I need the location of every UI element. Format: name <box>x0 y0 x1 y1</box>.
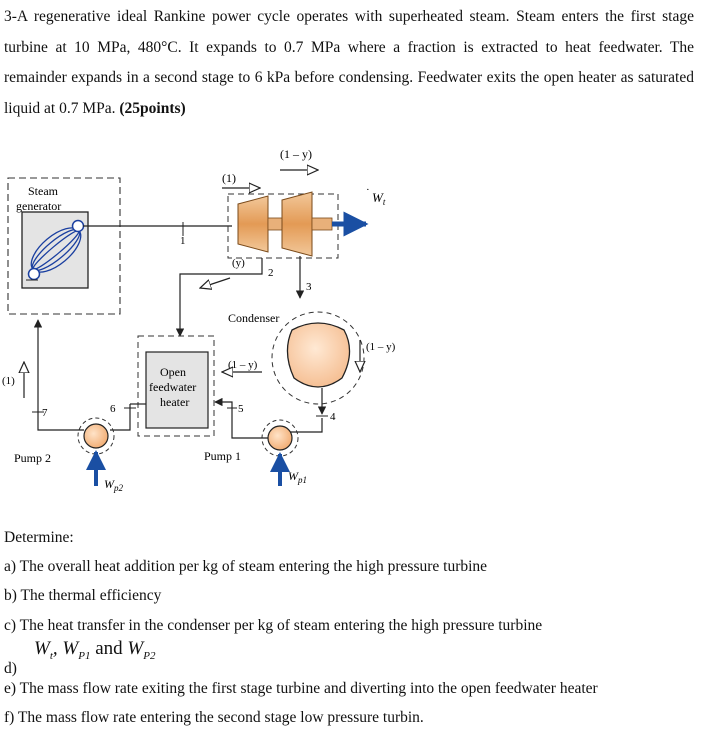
question-d-equation: Wt, WP1 and WP2 <box>34 637 156 662</box>
problem-text: 3-A regenerative ideal Rankine power cyc… <box>4 8 694 117</box>
questions: Determine: a) The overall heat addition … <box>4 523 699 732</box>
question-e: e) The mass flow rate exiting the first … <box>4 679 598 697</box>
state-6-label: 6 <box>110 403 116 415</box>
pump-2: Pump 2 <box>14 417 115 465</box>
pump-1-work-symbol: Wp1 <box>288 469 307 485</box>
flow-fraction-1my-heater: (1 – y) <box>228 359 258 371</box>
question-d: d) Wt, WP1 and WP2 <box>4 638 699 677</box>
state-5-label: 5 <box>238 403 244 415</box>
pump-2-label: Pump 2 <box>14 451 51 465</box>
pump-1: Pump 1 <box>204 419 299 463</box>
turbine-work-dot: · <box>366 184 370 196</box>
flow-fraction-one-top: (1) <box>222 171 236 185</box>
flow-fraction-y: (y) <box>232 257 245 269</box>
pump-1-label: Pump 1 <box>204 449 241 463</box>
steam-generator-label-1: Steam <box>28 184 59 198</box>
question-d-label: d) <box>4 659 17 677</box>
question-c: c) The heat transfer in the condenser pe… <box>4 616 543 634</box>
state-4-label: 4 <box>330 411 336 423</box>
question-a: a) The overall heat addition per kg of s… <box>4 558 488 576</box>
rankine-cycle-diagram: Steam generator 1 (1) Wt · (1 – y) (y) 2… <box>2 147 396 493</box>
condenser-label: Condenser <box>228 311 279 325</box>
turbine-work-symbol: Wt <box>372 190 386 207</box>
flow-fraction-1my-right: (1 – y) <box>366 341 396 353</box>
state-1-label: 1 <box>180 235 186 247</box>
flow-fraction-1my-top: (1 – y) <box>280 147 312 161</box>
question-b: b) The thermal efficiency <box>4 587 162 605</box>
heater-label-3: heater <box>160 395 189 409</box>
turbine <box>227 191 339 259</box>
steam-generator: Steam generator <box>7 177 121 315</box>
flow-fraction-one-left: (1) <box>2 375 15 387</box>
question-f: f) The mass flow rate entering the secon… <box>4 709 424 727</box>
determine-heading: Determine: <box>4 529 74 546</box>
state-2-label: 2 <box>268 267 274 279</box>
problem-points: (25points) <box>119 99 186 117</box>
heater-label-2: feedwater <box>149 380 196 394</box>
state-7-label: 7 <box>42 407 48 419</box>
condenser: Condenser <box>228 311 365 405</box>
heater-label-1: Open <box>160 365 186 379</box>
problem-statement: 3-A regenerative ideal Rankine power cyc… <box>4 2 694 124</box>
steam-generator-label-2: generator <box>16 199 61 213</box>
open-feedwater-heater: Open feedwater heater <box>137 335 215 437</box>
state-3-label: 3 <box>306 281 312 293</box>
pump-2-work-symbol: Wp2 <box>104 477 124 493</box>
